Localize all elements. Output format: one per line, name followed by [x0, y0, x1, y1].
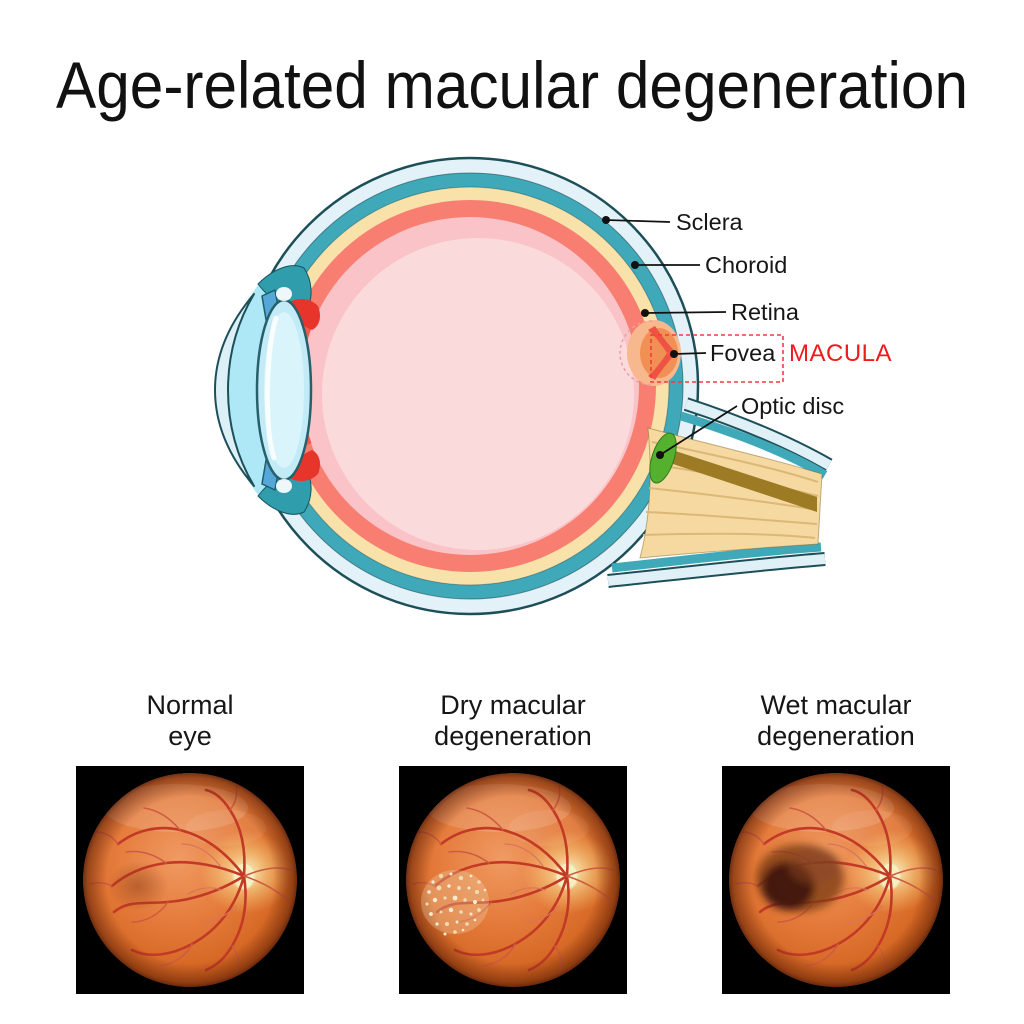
label-sclera: Sclera [676, 209, 744, 235]
macula-box [650, 334, 784, 383]
panel-dry-amd: Dry macular degeneration [399, 690, 627, 994]
label-optic-disc: Optic disc [741, 393, 844, 419]
label-choroid: Choroid [705, 252, 787, 278]
fovea-shape [619, 320, 681, 386]
label-macula: MACULA [789, 340, 892, 367]
label-retina: Retina [731, 299, 800, 325]
optic-nerve-shadow [660, 446, 817, 512]
zonule-top [276, 287, 292, 301]
hemorrhage-spot [756, 844, 844, 912]
leader-lines [605, 219, 738, 456]
macula-shade [108, 861, 168, 911]
panel-wet-label: Wet macular degeneration [722, 690, 950, 752]
panel-normal-label: Normal eye [76, 690, 304, 752]
zonule-bottom [276, 479, 292, 493]
eye-cross-section-diagram: Age-related macular degeneration [56, 48, 968, 616]
vitreous-body [322, 238, 634, 550]
panel-normal-label-line2: eye [168, 721, 212, 751]
anterior-segment [214, 265, 320, 515]
page-title: Age-related macular degeneration [56, 48, 968, 122]
cornea [214, 293, 255, 487]
panel-dry-label-line2: degeneration [434, 721, 592, 751]
panel-dry-label: Dry macular degeneration [399, 690, 627, 752]
panel-normal-label-line1: Normal [146, 690, 234, 720]
fundus-dry [399, 766, 627, 994]
panel-dry-label-line1: Dry macular [440, 690, 586, 720]
panel-wet-label-line1: Wet macular [760, 690, 912, 720]
panel-normal-eye: Normal eye [76, 690, 304, 994]
leader-dots [602, 216, 678, 459]
panel-wet-label-line2: degeneration [757, 721, 915, 751]
optic-nerve [607, 397, 833, 588]
optic-disc-shape [649, 432, 677, 484]
fundus-normal [76, 766, 304, 994]
label-fovea: Fovea [710, 340, 776, 366]
fundus-wet [722, 766, 950, 994]
eyeball [240, 156, 700, 616]
panel-wet-amd: Wet macular degeneration [722, 690, 950, 994]
